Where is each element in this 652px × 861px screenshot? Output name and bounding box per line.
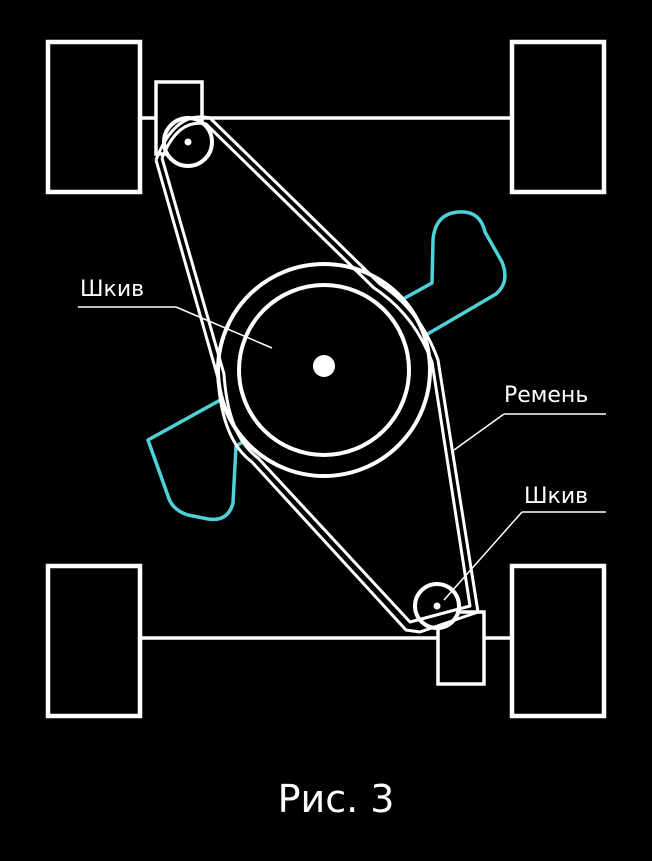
wheel-bottom-right bbox=[509, 563, 607, 719]
leader-pulley-main bbox=[175, 306, 273, 349]
leader-belt bbox=[453, 413, 505, 451]
top-small-pulley-hub bbox=[184, 138, 192, 146]
label-belt: Ремень bbox=[504, 383, 588, 408]
main-pulley-hub bbox=[313, 355, 335, 377]
label-pulley-small: Шкив bbox=[524, 484, 588, 509]
figure-caption: Рис. 3 bbox=[278, 777, 395, 821]
leader-pulley-small bbox=[443, 511, 523, 601]
wheel-bottom-left bbox=[45, 563, 143, 719]
wheel-top-right bbox=[509, 39, 607, 195]
bottom-bracket bbox=[436, 610, 486, 686]
label-pulley-main: Шкив bbox=[80, 277, 144, 302]
bottom-small-pulley-hub bbox=[433, 602, 441, 610]
wheel-top-left bbox=[45, 39, 143, 195]
belt bbox=[154, 115, 480, 634]
